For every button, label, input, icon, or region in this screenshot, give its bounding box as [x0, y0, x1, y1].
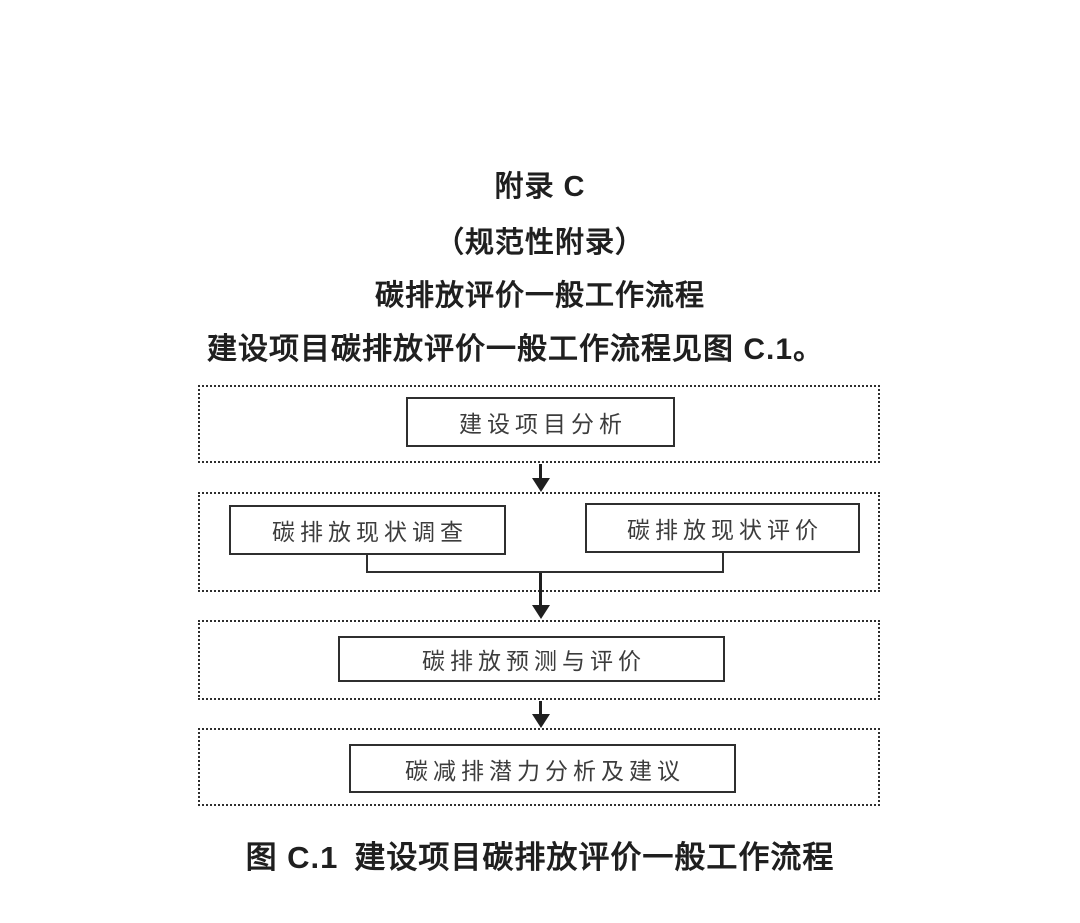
stage-4-dotted-group: [198, 728, 880, 806]
flow-box-emission-prediction-evaluation: 碳排放预测与评价: [338, 636, 725, 682]
arrow-shaft: [539, 464, 542, 480]
arrow-shaft: [539, 573, 542, 607]
connector-line-left: [366, 555, 368, 573]
flow-box-project-analysis: 建设项目分析: [406, 397, 675, 447]
flow-box-emission-status-survey: 碳排放现状调查: [229, 505, 506, 555]
figure-caption: 图 C.1 建设项目碳排放评价一般工作流程: [0, 838, 1080, 878]
figure-label: 图 C.1: [245, 840, 339, 875]
arrow-down-icon: [532, 478, 550, 492]
appendix-title: 附录 C: [494, 171, 586, 203]
stage-3-dotted-group: [198, 620, 880, 700]
appendix-subtitle: （规范性附录）: [434, 227, 645, 259]
connector-line-horizontal: [366, 571, 724, 573]
appendix-section-heading: 碳排放评价一般工作流程: [374, 280, 705, 312]
connector-line-right: [722, 552, 724, 573]
flow-box-emission-status-evaluation: 碳排放现状评价: [585, 503, 860, 553]
flow-box-reduction-potential-analysis: 碳减排潜力分析及建议: [349, 744, 736, 793]
figure-title: 建设项目碳排放评价一般工作流程: [354, 840, 835, 875]
arrow-shaft: [539, 701, 542, 716]
stage-1-dotted-group: [198, 385, 880, 463]
arrow-down-icon: [532, 605, 550, 619]
arrow-down-icon: [532, 714, 550, 728]
intro-paragraph: 建设项目碳排放评价一般工作流程见图 C.1。: [207, 333, 825, 366]
